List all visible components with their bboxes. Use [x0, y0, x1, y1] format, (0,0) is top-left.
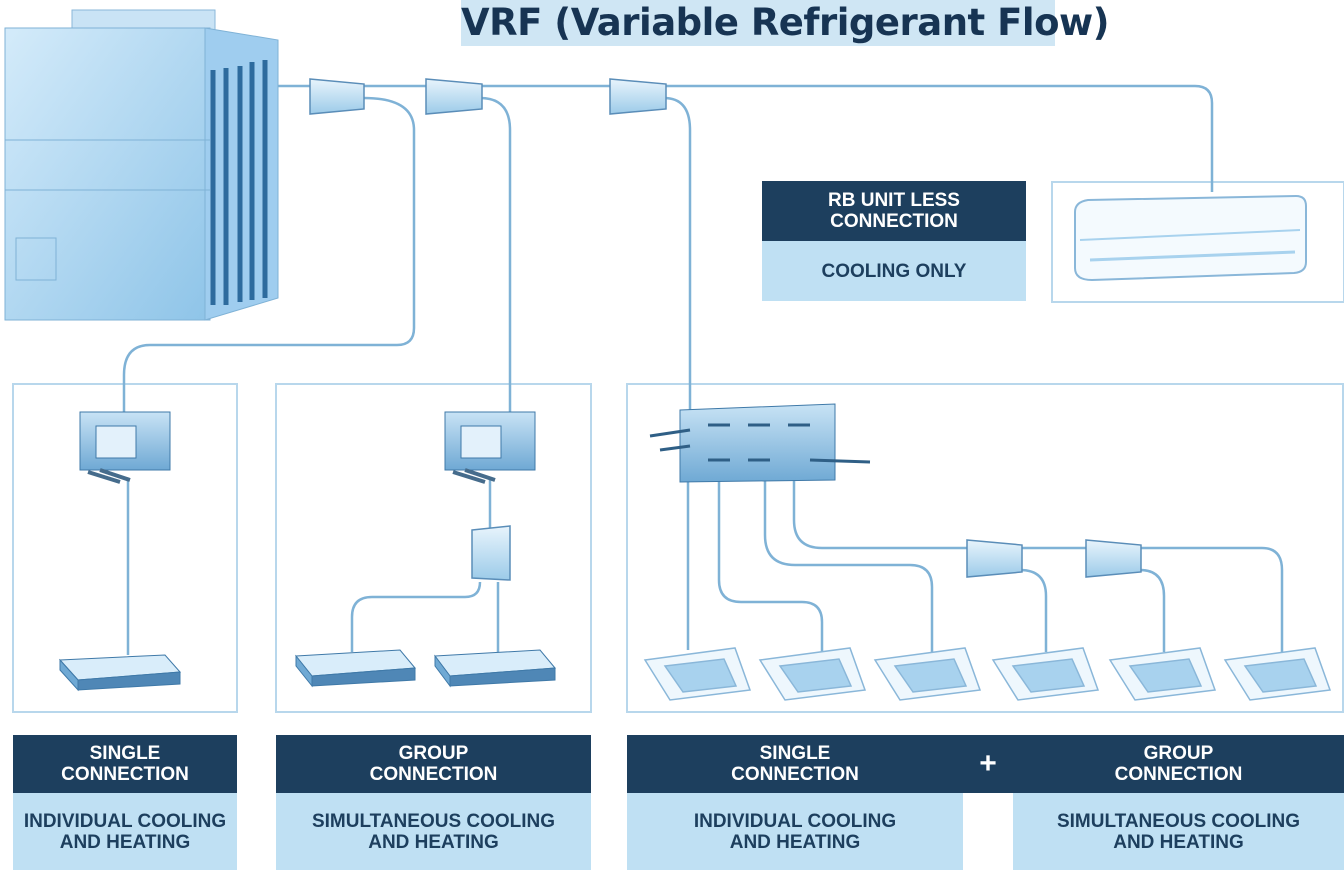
- refnet-joint-icon: [609, 78, 667, 115]
- pipe-cassette-4: [1019, 568, 1048, 652]
- page-title: VRF (Variable Refrigerant Flow): [461, 0, 1110, 46]
- frame-wall-unit: [1051, 181, 1344, 303]
- pipe-group-left: [350, 581, 482, 652]
- group-connection-header: GROUP CONNECTION: [276, 735, 591, 793]
- combined-group-sub: SIMULTANEOUS COOLING AND HEATING: [1013, 793, 1344, 870]
- wall-mounted-indoor-unit-icon: [1074, 194, 1307, 282]
- group-connection-sub: SIMULTANEOUS COOLING AND HEATING: [276, 793, 591, 870]
- pipe-group: [479, 96, 512, 412]
- rb-unit-header: RB UNIT LESS CONNECTION: [762, 181, 1026, 241]
- ducted-indoor-unit-icon: [295, 649, 417, 688]
- cassette-indoor-unit-icon: [1223, 647, 1332, 701]
- pipe-cassette-2: [717, 480, 824, 652]
- refnet-joint-icon: [966, 539, 1023, 578]
- cassette-indoor-unit-icon: [643, 647, 752, 701]
- refnet-joint-icon: [309, 78, 365, 115]
- main-pipe: [278, 84, 1214, 192]
- cassette-indoor-unit-icon: [758, 647, 867, 701]
- refnet-joint-icon: [471, 525, 511, 581]
- pipe-cassette-3: [763, 480, 934, 652]
- frame-group-connection: [275, 383, 592, 713]
- outdoor-unit-icon: [4, 9, 279, 321]
- pipe-group-branch: [792, 480, 1284, 652]
- refnet-joints: [309, 78, 1142, 581]
- cassette-indoor-unit-icon: [991, 647, 1100, 701]
- pipe-single: [122, 96, 416, 412]
- refnet-joint-icon: [1085, 539, 1142, 578]
- branch-box-icon: [79, 411, 171, 484]
- cassette-indoor-unit-icon: [873, 647, 982, 701]
- ducted-indoor-unit-icon: [58, 654, 182, 692]
- multi-port-branch-box-icon: [649, 403, 871, 483]
- single-connection-sub: INDIVIDUAL COOLING AND HEATING: [13, 793, 237, 870]
- combined-single-header: SINGLE CONNECTION: [731, 743, 859, 785]
- branch-box-icon: [444, 411, 536, 484]
- rb-unit-sub: COOLING ONLY: [762, 241, 1026, 301]
- combined-header-bar: [627, 735, 1344, 793]
- combined-single-sub: INDIVIDUAL COOLING AND HEATING: [627, 793, 963, 870]
- combined-group-header: GROUP CONNECTION: [1114, 743, 1243, 785]
- single-connection-header: SINGLE CONNECTION: [13, 735, 237, 793]
- refnet-joint-icon: [425, 78, 483, 115]
- plus-sign: +: [979, 747, 997, 780]
- ducted-indoor-unit-icon: [434, 649, 557, 688]
- refrigerant-pipes: [122, 84, 1284, 655]
- cassette-units: [643, 647, 1332, 701]
- frame-combined-connection: [626, 383, 1344, 713]
- pipe-combined: [663, 96, 692, 410]
- cassette-indoor-unit-icon: [1108, 647, 1217, 701]
- pipe-cassette-5: [1139, 568, 1166, 652]
